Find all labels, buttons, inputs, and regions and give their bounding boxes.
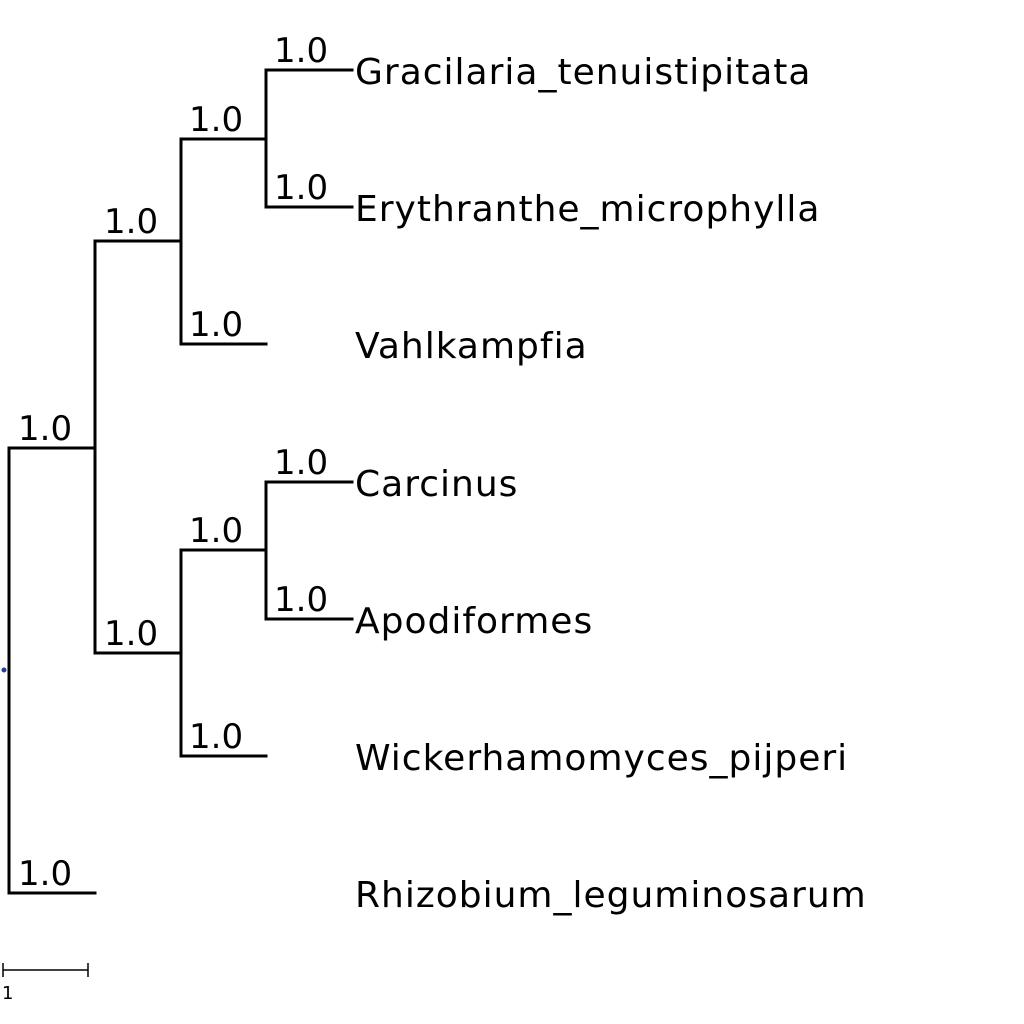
support-label-wickerhamomyces: 1.0	[189, 717, 243, 757]
leaf-labels: Gracilaria_tenuistipitata Erythranthe_mi…	[355, 52, 867, 916]
support-label-carc-apod-clade: 1.0	[189, 511, 243, 551]
support-label-grac-ery-clade: 1.0	[189, 100, 243, 140]
leaf-label-carcinus: Carcinus	[355, 464, 518, 505]
leaf-label-rhizobium: Rhizobium_leguminosarum	[355, 875, 867, 916]
leaf-label-vahlkampfia: Vahlkampfia	[355, 326, 588, 367]
scale-bar-label: 1	[2, 983, 13, 1004]
leaf-label-gracilaria: Gracilaria_tenuistipitata	[355, 52, 811, 93]
tree-branches	[7, 68, 354, 895]
support-label-root: 1.0	[18, 409, 72, 449]
leaf-label-apodiformes: Apodiformes	[355, 601, 593, 642]
support-label-gracilaria: 1.0	[274, 31, 328, 71]
leaf-label-erythranthe: Erythranthe_microphylla	[355, 189, 820, 230]
support-label-lower-clade: 1.0	[104, 614, 158, 654]
support-values: 1.0 1.0 1.0 1.0 1.0 1.0 1.0 1.0 1.0 1.0 …	[18, 31, 328, 894]
support-label-carcinus: 1.0	[274, 443, 328, 483]
root-marker	[1, 667, 7, 673]
leaf-label-wickerhamomyces: Wickerhamomyces_pijperi	[355, 738, 848, 779]
support-label-upper-clade: 1.0	[104, 202, 158, 242]
support-label-vahlkampfia: 1.0	[189, 305, 243, 345]
support-label-apodiformes: 1.0	[274, 580, 328, 620]
scale-bar: 1	[2, 963, 89, 1004]
support-label-erythranthe: 1.0	[274, 168, 328, 208]
support-label-rhizobium: 1.0	[18, 854, 72, 894]
